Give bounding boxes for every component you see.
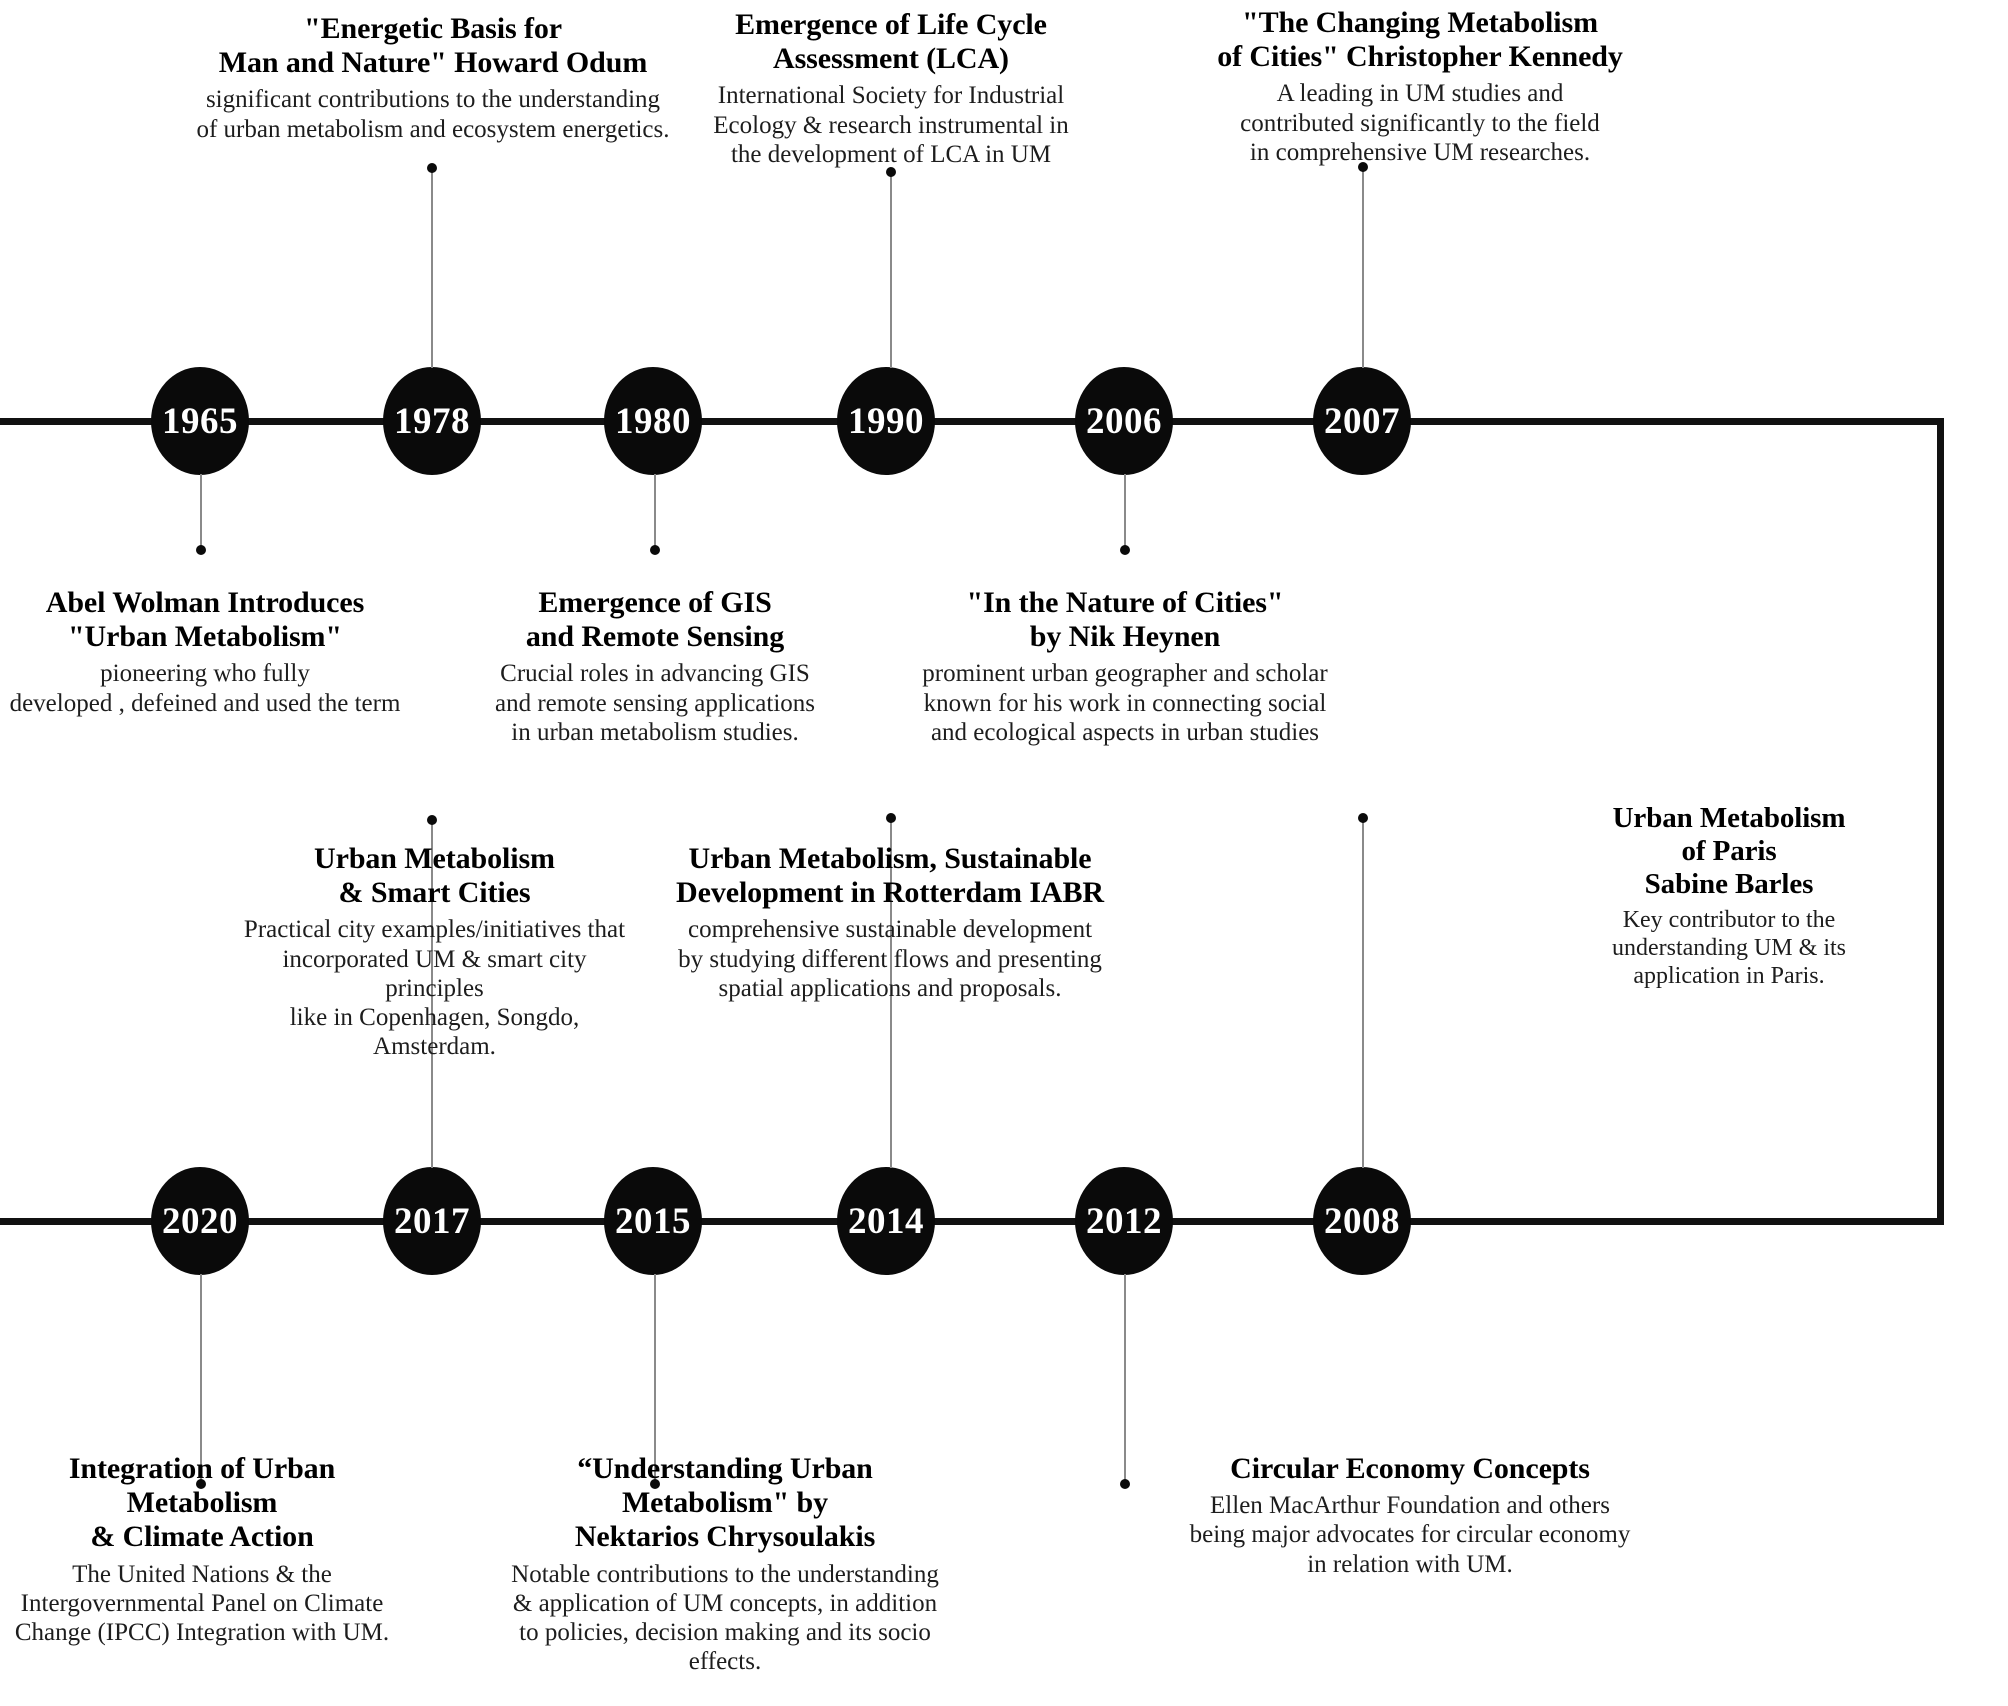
event-card-1978: "Energetic Basis for Man and Nature" How… (178, 12, 688, 144)
year-node-2020[interactable]: 2020 (151, 1167, 249, 1275)
event-card-1980: Emergence of GIS and Remote Sensing Cruc… (440, 586, 870, 747)
event-card-2008: Urban Metabolism of Paris Sabine Barles … (1558, 802, 1900, 990)
leader-1980 (650, 474, 660, 555)
event-card-2012: Circular Economy Concepts Ellen MacArthu… (1130, 1452, 1690, 1579)
event-title-1965: Abel Wolman Introduces "Urban Metabolism… (45, 586, 365, 654)
event-title-1980: Emergence of GIS and Remote Sensing (525, 586, 785, 654)
event-card-2014: Urban Metabolism, Sustainable Developmen… (640, 842, 1140, 1003)
event-desc-1980: Crucial roles in advancing GIS and remot… (494, 660, 816, 746)
event-desc-2008: Key contributor to the understanding UM … (1612, 907, 1846, 990)
leader-dot-2020 (196, 1479, 206, 1489)
event-desc-2015: Notable contributions to the understandi… (511, 1560, 939, 1676)
leader-2008 (1358, 813, 1368, 1168)
leader-1965 (196, 474, 206, 555)
leader-dot-1978 (427, 163, 437, 173)
year-node-1990[interactable]: 1990 (837, 367, 935, 475)
leader-2007 (1358, 162, 1368, 368)
leader-1978 (427, 163, 437, 368)
event-desc-1978: significant contributions to the underst… (196, 86, 670, 143)
year-node-2017[interactable]: 2017 (383, 1167, 481, 1275)
event-card-2007: "The Changing Metabolism of Cities" Chri… (1140, 6, 1700, 167)
leader-dot-2006 (1120, 545, 1130, 555)
year-node-1978[interactable]: 1978 (383, 367, 481, 475)
year-node-1965[interactable]: 1965 (151, 367, 249, 475)
event-desc-2006: prominent urban geographer and scholar k… (922, 660, 1328, 746)
event-card-2017: Urban Metabolism & Smart Cities Practica… (237, 842, 632, 1062)
timeline-axis-connector (1937, 418, 1944, 1225)
leader-dot-1980 (650, 545, 660, 555)
event-desc-2017: Practical city examples/initiatives that… (243, 916, 626, 1061)
event-title-2014: Urban Metabolism, Sustainable Developmen… (676, 842, 1104, 910)
event-card-1990: Emergence of Life Cycle Assessment (LCA)… (646, 8, 1136, 169)
year-node-2012[interactable]: 2012 (1075, 1167, 1173, 1275)
year-node-2014[interactable]: 2014 (837, 1167, 935, 1275)
event-title-2012: Circular Economy Concepts (1230, 1452, 1590, 1485)
year-node-2007[interactable]: 2007 (1313, 367, 1411, 475)
leader-1990 (886, 167, 896, 368)
event-title-2015: “Understanding Urban Metabolism" by Nekt… (574, 1452, 876, 1554)
year-node-2008[interactable]: 2008 (1313, 1167, 1411, 1275)
event-desc-2020: The United Nations & the Intergovernment… (14, 1560, 390, 1647)
leader-2006 (1120, 474, 1130, 555)
timeline-axis-bottom (0, 1218, 1944, 1225)
event-title-1990: Emergence of Life Cycle Assessment (LCA) (735, 8, 1047, 76)
leader-2014 (886, 813, 896, 1168)
event-desc-2007: A leading in UM studies and contributed … (1240, 80, 1600, 166)
event-title-2006: "In the Nature of Cities" by Nik Heynen (966, 586, 1284, 654)
year-node-2015[interactable]: 2015 (604, 1167, 702, 1275)
year-node-2006[interactable]: 2006 (1075, 367, 1173, 475)
year-node-1980[interactable]: 1980 (604, 367, 702, 475)
leader-dot-2007 (1358, 162, 1368, 172)
event-desc-1990: International Society for Industrial Eco… (713, 82, 1069, 168)
leader-2012 (1120, 1274, 1130, 1489)
event-card-2020: Integration of Urban Metabolism & Climat… (12, 1452, 392, 1647)
leader-dot-2015 (650, 1479, 660, 1489)
event-title-1978: "Energetic Basis for Man and Nature" How… (218, 12, 648, 80)
event-card-2006: "In the Nature of Cities" by Nik Heynen … (880, 586, 1370, 747)
event-desc-1965: pioneering who fully developed , defeine… (9, 660, 401, 717)
leader-2017 (427, 815, 437, 1168)
timeline-axis-top (0, 418, 1944, 425)
leader-dot-1990 (886, 167, 896, 177)
leader-dot-2017 (427, 815, 437, 825)
leader-2020 (196, 1274, 206, 1489)
leader-dot-2012 (1120, 1479, 1130, 1489)
event-card-1965: Abel Wolman Introduces "Urban Metabolism… (0, 586, 420, 718)
leader-dot-2008 (1358, 813, 1368, 823)
leader-dot-2014 (886, 813, 896, 823)
event-title-2007: "The Changing Metabolism of Cities" Chri… (1217, 6, 1623, 74)
event-title-2008: Urban Metabolism of Paris Sabine Barles (1612, 802, 1846, 901)
leader-2015 (650, 1274, 660, 1489)
event-desc-2014: comprehensive sustainable development by… (678, 916, 1102, 1002)
event-card-2015: “Understanding Urban Metabolism" by Nekt… (510, 1452, 940, 1677)
leader-dot-1965 (196, 545, 206, 555)
event-desc-2012: Ellen MacArthur Foundation and others be… (1189, 1492, 1631, 1578)
event-title-2020: Integration of Urban Metabolism & Climat… (68, 1452, 336, 1554)
event-title-2017: Urban Metabolism & Smart Cities (314, 842, 555, 910)
